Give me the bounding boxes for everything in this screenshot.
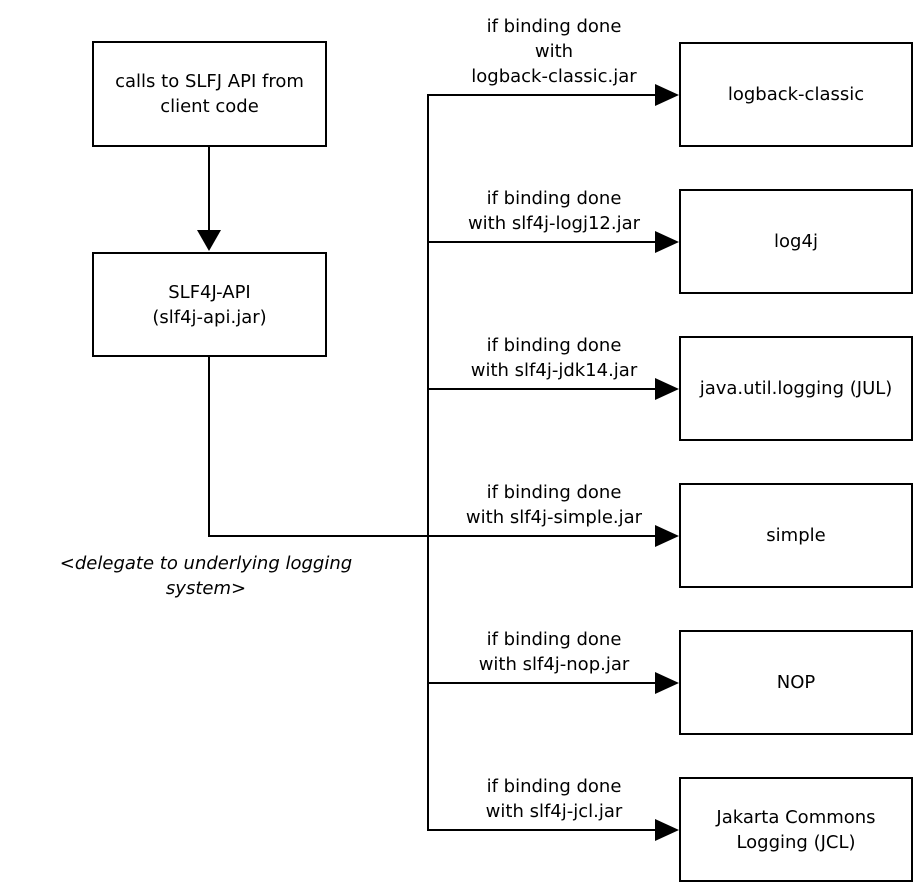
arrow-right-icon: [655, 231, 679, 253]
branch-log4j: if binding done with slf4j-logj12.jar lo…: [0, 188, 922, 294]
branch-logback-classic: if binding done with logback-classic.jar…: [0, 16, 922, 147]
target-box-label: java.util.logging (JUL): [699, 378, 893, 399]
branch-condition-label: if binding done with logback-classic.jar: [471, 16, 637, 87]
client-code-box-label: calls to SLFJ API from client code: [115, 71, 304, 117]
branch-jul: if binding done with slf4j-jdk14.jar jav…: [0, 335, 922, 441]
target-box-log4j: log4j: [679, 189, 913, 294]
arrow-right-icon: [655, 378, 679, 400]
branch-connector-line: [428, 535, 655, 537]
branch-connector-line: [428, 94, 655, 96]
branch-condition-label: if binding done with slf4j-jcl.jar: [485, 776, 623, 822]
binding-trunk-line: [427, 94, 429, 831]
target-box-label: Jakarta Commons Logging (JCL): [716, 806, 876, 853]
api-connector-vertical-line: [208, 357, 210, 536]
target-box-jul: java.util.logging (JUL): [679, 336, 913, 441]
branch-connector-line: [428, 682, 655, 684]
target-box-jcl: Jakarta Commons Logging (JCL): [679, 777, 913, 882]
branch-connector-line: [428, 241, 655, 243]
branch-connector-line: [428, 388, 655, 390]
arrow-right-icon: [655, 672, 679, 694]
client-to-api-arrow-line: [208, 147, 210, 231]
target-box-nop: NOP: [679, 630, 913, 735]
arrow-down-icon: [197, 230, 221, 251]
arrow-right-icon: [655, 525, 679, 547]
branch-condition-label: if binding done with slf4j-logj12.jar: [467, 188, 641, 234]
branch-simple: if binding done with slf4j-simple.jar si…: [0, 482, 922, 588]
branch-connector-line: [428, 829, 655, 831]
target-box-label: log4j: [774, 231, 818, 252]
client-code-box: calls to SLFJ API from client code: [92, 41, 327, 147]
target-box-logback-classic: logback-classic: [679, 42, 913, 147]
target-box-label: simple: [766, 525, 826, 546]
branch-condition-label: if binding done with slf4j-jdk14.jar: [470, 335, 638, 381]
slf4j-api-box-label: SLF4J-API (slf4j-api.jar): [152, 281, 267, 328]
target-box-simple: simple: [679, 483, 913, 588]
branch-condition-label: if binding done with slf4j-simple.jar: [465, 482, 643, 528]
target-box-label: NOP: [776, 672, 816, 693]
arrow-right-icon: [655, 819, 679, 841]
branch-nop: if binding done with slf4j-nop.jar NOP: [0, 629, 922, 735]
target-box-label: logback-classic: [727, 84, 865, 105]
delegate-note: <delegate to underlying logging system>: [59, 553, 353, 599]
branch-condition-label: if binding done with slf4j-nop.jar: [478, 629, 630, 675]
arrow-right-icon: [655, 84, 679, 106]
api-connector-horizontal-line: [208, 535, 428, 537]
branch-jcl: if binding done with slf4j-jcl.jar Jakar…: [0, 776, 922, 882]
slf4j-api-box: SLF4J-API (slf4j-api.jar): [92, 252, 327, 357]
